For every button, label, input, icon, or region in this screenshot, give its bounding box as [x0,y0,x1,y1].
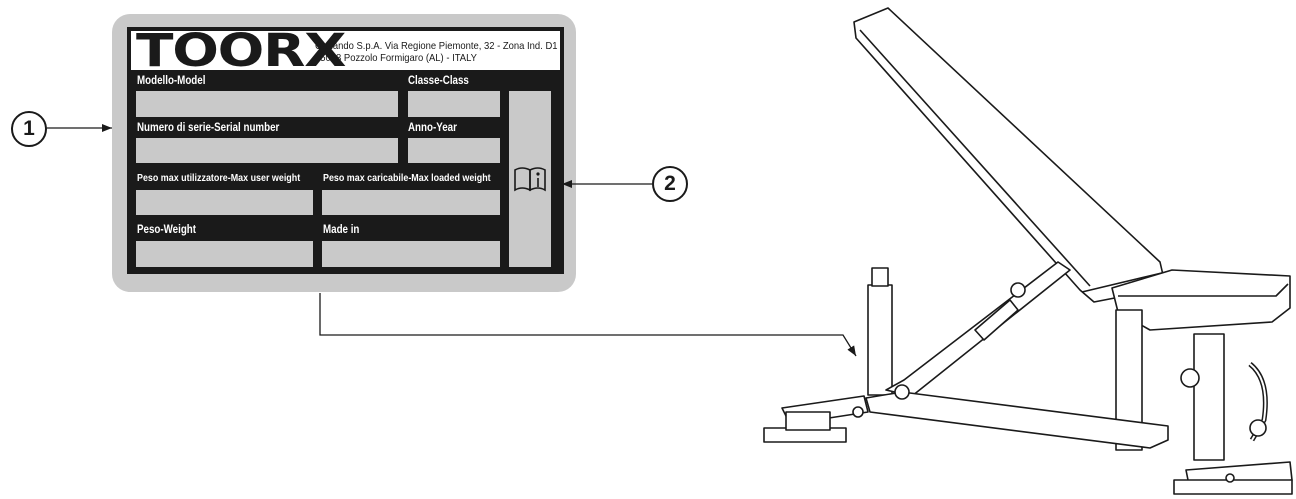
label-header [131,31,560,70]
field-max-loaded-weight [322,190,500,215]
label-made-in: Made in [323,224,360,236]
location-leader [319,293,857,357]
field-weight [136,241,313,267]
label-year: Anno-Year [408,122,457,134]
label-model: Modello-Model [137,75,206,87]
callout-1: 1 [11,111,47,147]
callout-2: 2 [652,166,688,202]
field-class [408,91,500,117]
label-serial: Numero di serie-Serial number [137,122,280,134]
field-model [136,91,398,117]
label-weight: Peso-Weight [137,224,197,236]
bench-illustration [763,7,1293,495]
label-max-user-weight: Peso max utilizzatore-Max user weight [137,172,301,184]
manual-info-icon [514,167,546,192]
field-made-in [322,241,500,267]
brand-logo: TOORX [136,24,347,77]
address-line-1: Garlando S.p.A. Via Regione Piemonte, 32… [315,40,558,52]
address-line-2: 15068 Pozzolo Formigaro (AL) - ITALY [315,52,477,64]
label-max-loaded-weight: Peso max caricabile-Max loaded weight [323,172,491,184]
field-year [408,138,500,163]
label-class: Classe-Class [408,75,469,87]
field-serial [136,138,398,163]
field-max-user-weight [136,190,313,215]
